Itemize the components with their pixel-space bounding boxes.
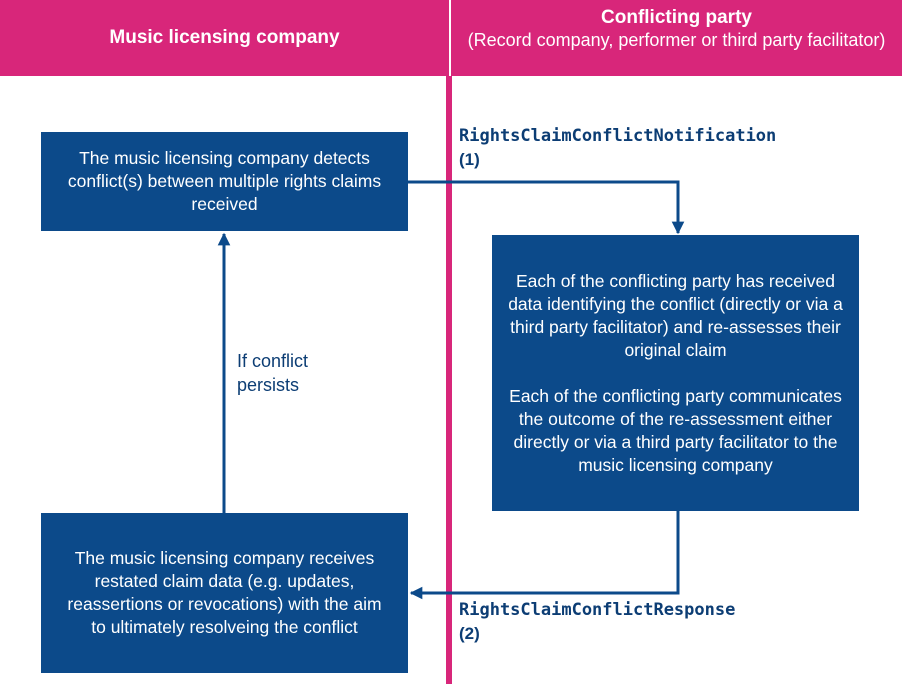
receive-restated-claim-box: The music licensing company receives res…: [41, 513, 408, 673]
response-message-name: RightsClaimConflictResponse: [459, 600, 736, 620]
header-right-title: Conflicting party: [601, 7, 752, 28]
arrow-response: [409, 511, 680, 600]
arrow-notification: [408, 180, 685, 235]
notification-step-number: (1): [459, 150, 480, 169]
response-step-number: (2): [459, 624, 480, 643]
header-conflicting-party: Conflicting party (Record company, perfo…: [451, 0, 902, 76]
header-right-subtitle: (Record company, performer or third part…: [467, 30, 886, 50]
notification-message-name: RightsClaimConflictNotification: [459, 126, 777, 146]
detect-conflict-box: The music licensing company detects conf…: [41, 132, 408, 231]
header-music-licensing-company: Music licensing company: [0, 0, 449, 76]
header-left-title: Music licensing company: [109, 27, 340, 48]
party-communicate-text: Each of the conflicting party communicat…: [509, 385, 842, 475]
detect-conflict-text: The music licensing company detects conf…: [67, 148, 382, 214]
response-message-label: RightsClaimConflictResponse (2): [459, 598, 735, 646]
conflicting-party-box: Each of the conflicting party has receiv…: [492, 235, 859, 511]
notification-message-label: RightsClaimConflictNotification (1): [459, 124, 776, 172]
party-reassess-text: Each of the conflicting party has receiv…: [508, 270, 843, 360]
swimlane-divider: [446, 76, 452, 684]
receive-restated-claim-text: The music licensing company receives res…: [67, 548, 382, 637]
loop-condition-label: If conflict persists: [237, 351, 309, 395]
